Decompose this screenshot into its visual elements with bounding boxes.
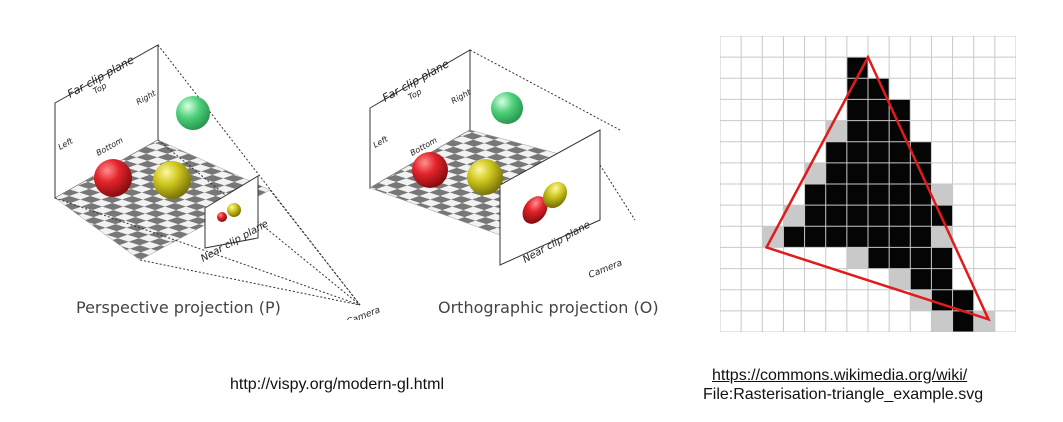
raster-pixel bbox=[868, 162, 890, 184]
raster-pixel bbox=[868, 99, 890, 121]
raster-pixel bbox=[846, 184, 868, 206]
wikimedia-source-link[interactable]: https://commons.wikimedia.org/wiki/ bbox=[712, 367, 968, 384]
raster-pixel bbox=[889, 184, 911, 206]
rasterised-triangle-outline bbox=[764, 54, 991, 322]
sphere-green bbox=[176, 96, 210, 130]
orthographic-caption: Orthographic projection (O) bbox=[438, 298, 659, 317]
raster-pixel bbox=[825, 226, 847, 248]
raster-pixel bbox=[931, 184, 953, 206]
raster-pixel bbox=[931, 268, 953, 290]
raster-pixel bbox=[910, 205, 932, 227]
raster-pixel bbox=[846, 247, 868, 269]
raster-pixel bbox=[804, 226, 826, 248]
frustum-lines bbox=[54, 44, 361, 306]
raster-pixel bbox=[931, 310, 953, 332]
raster-pixel bbox=[952, 289, 974, 311]
raster-pixel bbox=[889, 162, 911, 184]
sphere-red bbox=[94, 159, 132, 197]
raster-pixel bbox=[910, 184, 932, 206]
raster-pixel bbox=[868, 141, 890, 163]
raster-pixel bbox=[952, 310, 974, 332]
orthographic-projection-diagram: Far clip plane Top Right Left Bottom Nea… bbox=[369, 49, 636, 281]
raster-pixel bbox=[889, 226, 911, 248]
sphere-red bbox=[412, 152, 448, 188]
raster-pixel bbox=[846, 99, 868, 121]
near-plane-red-sphere bbox=[217, 212, 227, 222]
raster-pixel bbox=[889, 268, 911, 290]
vispy-source-link[interactable]: http://vispy.org/modern-gl.html bbox=[230, 376, 445, 393]
raster-pixel bbox=[846, 57, 868, 79]
raster-pixel bbox=[846, 78, 868, 100]
wikimedia-file-name: File:Rasterisation-triangle_example.svg bbox=[703, 386, 984, 403]
raster-pixel bbox=[973, 310, 995, 332]
raster-pixel bbox=[846, 141, 868, 163]
perspective-caption: Perspective projection (P) bbox=[76, 298, 281, 317]
raster-pixel bbox=[868, 205, 890, 227]
raster-pixel bbox=[804, 205, 826, 227]
raster-pixel bbox=[804, 184, 826, 206]
raster-pixel bbox=[825, 162, 847, 184]
raster-pixel bbox=[846, 120, 868, 142]
raster-pixel bbox=[910, 268, 932, 290]
rasterisation-grid-diagram bbox=[720, 36, 1016, 332]
raster-pixel bbox=[910, 247, 932, 269]
perspective-projection-diagram: Far clip plane Top Right Left Bottom Nea… bbox=[54, 44, 382, 320]
raster-pixel bbox=[889, 141, 911, 163]
camera-label: Camera bbox=[587, 258, 624, 281]
raster-pixel bbox=[804, 162, 826, 184]
raster-pixel bbox=[910, 226, 932, 248]
near-plane-yellow-sphere bbox=[227, 203, 241, 217]
raster-pixel bbox=[825, 184, 847, 206]
raster-pixel bbox=[825, 205, 847, 227]
near-plane-red-sphere bbox=[522, 196, 548, 224]
raster-pixel bbox=[931, 247, 953, 269]
raster-pixel bbox=[868, 226, 890, 248]
raster-pixel bbox=[846, 205, 868, 227]
sphere-yellow bbox=[467, 159, 503, 195]
raster-pixel bbox=[783, 226, 805, 248]
raster-pixel bbox=[868, 184, 890, 206]
raster-pixel bbox=[825, 141, 847, 163]
near-plane-yellow-sphere bbox=[542, 181, 568, 209]
raster-pixel bbox=[868, 120, 890, 142]
raster-pixel bbox=[889, 247, 911, 269]
raster-pixel bbox=[783, 205, 805, 227]
raster-pixel bbox=[868, 247, 890, 269]
raster-pixel bbox=[846, 162, 868, 184]
raster-pixel bbox=[910, 141, 932, 163]
raster-pixel bbox=[889, 205, 911, 227]
frustum-lines bbox=[469, 49, 636, 221]
sphere-green bbox=[491, 92, 523, 124]
sphere-yellow bbox=[153, 161, 191, 199]
raster-pixel bbox=[846, 226, 868, 248]
